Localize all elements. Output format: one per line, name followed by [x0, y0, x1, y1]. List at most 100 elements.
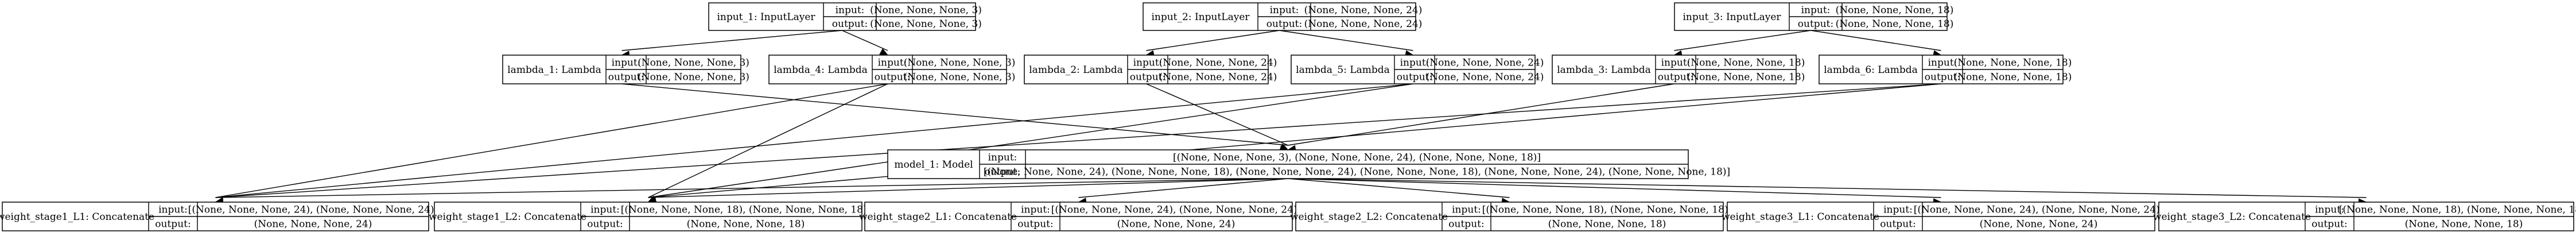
edge-model_1-to-ws3_l2: [1288, 178, 2367, 206]
layer-node-input-3: input_3: InputLayer input: output:(None, N…: [1674, 2, 1954, 31]
layer-node-ws1-l1: weight_stage1_L1: Concatenateinput:outpu…: [0, 202, 438, 231]
output-label: output:: [1448, 219, 1484, 230]
edge-line: [621, 83, 1288, 146]
edge-lambda_6-to-ws1_l1: [215, 83, 1941, 206]
layer-name: weight_stage2_L1: Concatenate: [859, 211, 1017, 223]
output-shape: (None, None, None, 3): [904, 72, 1016, 83]
input-shape: (None, None, None, 3): [904, 57, 1016, 69]
edge-input_3-to-lambda_3: [1673, 30, 1811, 57]
input-label: input:: [1801, 5, 1831, 16]
edge-model_1-to-ws2_l2: [1288, 178, 1510, 205]
input-shape: (None, None, None, 24): [1304, 5, 1423, 16]
input-shape: [(None, None, None, 18), (None, None, No…: [2339, 204, 2576, 216]
edge-line: [1810, 30, 1941, 51]
input-shape: [(None, None, None, 3), (None, None, Non…: [1173, 152, 1541, 164]
output-label: output:: [1798, 18, 1833, 30]
layer-name: weight_stage2_L2: Concatenate: [1290, 211, 1448, 223]
input-shape: [(None, None, None, 24), (None, None, No…: [1914, 204, 2163, 216]
edges-layer: [215, 30, 2367, 206]
edge-line: [1288, 178, 1510, 198]
edge-lambda_4-to-ws1_l2: [647, 83, 888, 203]
edge-line: [648, 83, 888, 198]
output-shape: (None, None, None, 18): [687, 219, 805, 230]
edge-input_3-to-lambda_6: [1810, 30, 1942, 57]
output-shape: (None, None, None, 18): [1548, 219, 1666, 230]
output-shape: (None, None, None, 18): [1687, 72, 1805, 83]
input-label: input:: [1661, 57, 1691, 69]
output-label: output:: [2311, 219, 2347, 230]
edge-input_1-to-lambda_4: [842, 30, 889, 56]
output-label: output:: [1130, 72, 1165, 83]
input-label: input:: [158, 204, 188, 216]
input-label: input:: [1928, 57, 1957, 69]
edge-line: [1279, 30, 1413, 51]
input-label: input:: [988, 152, 1017, 164]
input-label: input:: [1452, 204, 1481, 216]
edge-input_2-to-lambda_5: [1279, 30, 1414, 57]
edge-model_1-to-ws3_l1: [1288, 178, 1942, 206]
edge-input_1-to-lambda_1: [621, 30, 842, 58]
input-shape: [(None, None, None, 24), (None, None, No…: [188, 204, 438, 216]
edge-lambda_1-to-model_1: [621, 83, 1289, 153]
layer-name: input_3: InputLayer: [1683, 11, 1781, 23]
output-label: output:: [985, 167, 1020, 178]
edge-line: [1078, 178, 1288, 198]
output-shape: (None, None, None, 18): [1954, 72, 2072, 83]
input-shape: (None, None, None, 18): [1687, 57, 1805, 69]
layer-node-ws1-l2: weight_stage1_L2: Concatenateinput:outpu…: [429, 202, 871, 231]
output-shape: (None, None, None, 24): [1304, 18, 1423, 30]
output-label: output:: [608, 72, 644, 83]
layer-name: lambda_4: Lambda: [774, 64, 867, 76]
input-shape: (None, None, None, 18): [1954, 57, 2072, 69]
output-label: output:: [832, 18, 868, 30]
input-shape: (None, None, None, 3): [638, 57, 749, 69]
output-label: output:: [155, 219, 191, 230]
output-label: output:: [1658, 72, 1693, 83]
edge-line: [648, 83, 1413, 198]
edge-model_1-to-ws2_l1: [1078, 178, 1288, 205]
input-shape: [(None, None, None, 18), (None, None, No…: [621, 204, 871, 216]
edge-line: [215, 83, 1413, 198]
input-label: input:: [612, 57, 641, 69]
output-shape: (None, None, None, 18): [1836, 18, 1954, 30]
input-shape: [(None, None, None, 18), (None, None, No…: [1482, 204, 1732, 216]
edge-line: [648, 83, 1941, 198]
layer-node-ws2-l1: weight_stage2_L1: Concatenateinput:outpu…: [859, 202, 1301, 231]
input-shape: (None, None, None, 18): [1836, 5, 1954, 16]
edge-lambda_2-to-model_1: [1146, 83, 1289, 150]
input-label: input:: [1270, 5, 1299, 16]
layer-name: model_1: Model: [894, 159, 973, 171]
output-shape: [(None, None, None, 24), (None, None, No…: [984, 167, 1730, 178]
layer-name: input_2: InputLayer: [1151, 11, 1250, 23]
input-label: input:: [1400, 57, 1429, 69]
input-shape: (None, None, None, 24): [1426, 57, 1544, 69]
layer-name: weight_stage3_L2: Concatenate: [2153, 211, 2311, 223]
layer-name: weight_stage3_L1: Concatenate: [1722, 211, 1879, 223]
output-shape: (None, None, None, 24): [1980, 219, 2098, 230]
edge-lambda_4-to-ws1_l1: [215, 83, 888, 204]
output-label: output:: [1880, 219, 1916, 230]
edge-line: [621, 30, 842, 51]
input-shape: (None, None, None, 24): [1159, 57, 1277, 69]
edge-line: [1288, 83, 1674, 146]
input-shape: (None, None, None, 3): [870, 5, 982, 16]
output-shape: (None, None, None, 24): [1159, 72, 1277, 83]
edge-line: [842, 30, 888, 51]
layer-name: lambda_1: Lambda: [507, 64, 601, 76]
layer-node-lambda-1: lambda_1: Lambda input: output: (None, None…: [502, 55, 749, 84]
layer-name: lambda_6: Lambda: [1824, 64, 1917, 76]
layer-name: weight_stage1_L2: Concatenate: [429, 211, 586, 223]
edge-line: [1146, 83, 1288, 146]
output-label: output:: [875, 72, 910, 83]
layer-name: input_1: InputLayer: [717, 11, 815, 23]
input-label: input:: [1021, 204, 1050, 216]
